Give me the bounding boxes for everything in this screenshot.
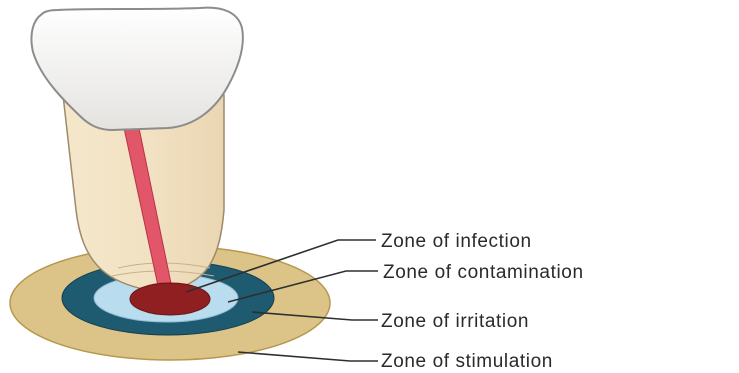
label-zone-contamination: Zone of contamination: [383, 262, 584, 283]
leader-line-stimulation: [238, 352, 378, 361]
label-zone-irritation: Zone of irritation: [381, 311, 529, 332]
label-zone-infection: Zone of infection: [381, 231, 532, 252]
label-zone-stimulation: Zone of stimulation: [381, 351, 553, 372]
